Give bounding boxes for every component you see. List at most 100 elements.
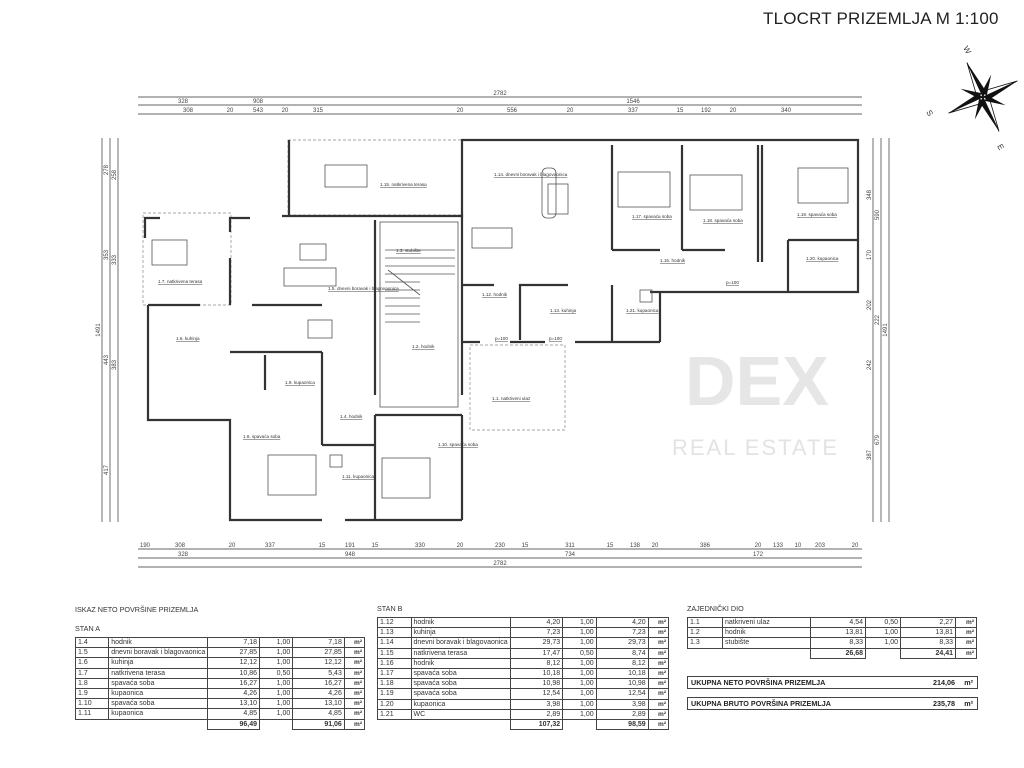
watermark-text: REAL ESTATE [672, 435, 839, 460]
spacer [76, 719, 109, 729]
room-number: 1.5 [74, 647, 110, 659]
room-number: 1.10 [74, 698, 110, 710]
dimension-label: 328 [178, 552, 189, 558]
dimension-label: 387 [867, 449, 873, 460]
dimension-label: 20 [852, 543, 859, 549]
room-label: 1.6. kuhinja [176, 336, 200, 341]
unit: m² [647, 718, 670, 731]
coefficient: 1,00 [562, 698, 597, 710]
north-arrow-compass-icon [948, 62, 1018, 132]
room-number: 1.4 [74, 636, 110, 649]
coefficient: 1,00 [562, 657, 597, 669]
room-label: 1.9. kupaonica [285, 380, 315, 385]
room-number: 1.14 [377, 637, 412, 649]
dimension-label: 10 [795, 543, 802, 549]
dimension-label: 679 [875, 434, 881, 445]
dimension-label: 330 [415, 543, 426, 549]
coefficient: 1,00 [562, 708, 597, 720]
net-area: 8,12 [595, 657, 649, 669]
gross-area: 4,26 [207, 687, 261, 700]
gross-area: 29,73 [509, 637, 564, 649]
spacer [723, 648, 811, 658]
room-number: 1.17 [377, 667, 412, 680]
net-area: 4,85 [292, 708, 345, 720]
total-net-value: 214,06 [933, 678, 955, 687]
dimension-label: 133 [773, 543, 784, 549]
dimension-label: 20 [229, 543, 236, 549]
gross-area: 13,81 [810, 627, 866, 639]
dimension-label: 222 [875, 314, 881, 325]
dimension-label: 192 [701, 108, 712, 114]
room-label: 1.12. hodnik [482, 292, 508, 297]
coefficient: 1,00 [562, 678, 597, 690]
unit: m² [955, 627, 977, 639]
dimension-label: 2782 [493, 561, 507, 567]
sum-gross-area: 96,49 [207, 718, 261, 730]
room-name: stubište [722, 637, 811, 649]
room-name: hodnik [410, 616, 511, 629]
room-label: 1.13. kuhinja [550, 308, 576, 313]
door-width-label: p=100 [495, 336, 508, 341]
dimension-label: 15 [522, 543, 529, 549]
gross-area: 7,18 [207, 636, 261, 649]
room-number: 1.11 [74, 708, 110, 720]
gross-area: 3,98 [509, 698, 564, 710]
coefficient: 0,50 [562, 647, 597, 659]
room-name: kuhinja [410, 627, 511, 639]
dimension-label: 443 [104, 354, 110, 365]
unit: m² [647, 667, 670, 680]
dimension-label: 1546 [626, 99, 640, 105]
room-name: spavaća soba [410, 688, 511, 700]
unit: m² [955, 616, 977, 629]
dimension-label: 20 [457, 108, 464, 114]
unit: m² [343, 698, 366, 710]
dimension-label: 15 [607, 543, 614, 549]
net-area: 8,74 [595, 647, 649, 659]
dimension-label: 556 [507, 108, 518, 114]
sum-gross-area: 107,32 [509, 718, 564, 731]
gross-area: 27,85 [207, 647, 261, 659]
dimension-label: 340 [781, 108, 792, 114]
room-number: 1.12 [377, 616, 412, 629]
dimension-label: 734 [565, 552, 576, 558]
net-area: 13,81 [900, 627, 956, 639]
compass-south-label: S [924, 109, 934, 118]
coefficient: 1,00 [259, 698, 294, 710]
dimension-label: 328 [178, 99, 189, 105]
furniture [151, 164, 849, 499]
drawing-title: TLOCRT PRIZEMLJA M 1:100 [763, 9, 999, 28]
net-area: 16,27 [292, 677, 345, 689]
gross-area: 4,54 [810, 616, 866, 629]
room-name: spavaća soba [410, 678, 511, 690]
room-label: 1.21. kupaonica [626, 308, 659, 313]
room-label: 1.7. natkrivena terasa [158, 279, 203, 284]
room-label: 1.16. hodnik [660, 258, 686, 263]
net-area: 12,12 [292, 657, 345, 669]
dimension-label: 311 [565, 543, 575, 549]
dimension-label: 337 [265, 543, 276, 549]
net-area: 12,54 [595, 688, 649, 700]
dimension-label: 315 [313, 108, 324, 114]
dimension-label: 203 [815, 543, 826, 549]
sum-net-area: 98,59 [595, 718, 649, 731]
unit: m² [343, 708, 366, 720]
dimension-label: 590 [875, 209, 881, 220]
dimension-label: 242 [867, 359, 873, 370]
coefficient: 1,00 [562, 637, 597, 649]
room-number: 1.6 [74, 657, 110, 669]
room-name: natkrivena terasa [410, 647, 511, 659]
unit: m² [343, 718, 366, 730]
coefficient: 1,00 [865, 637, 901, 649]
stan-a-caption: STAN A [75, 624, 101, 633]
